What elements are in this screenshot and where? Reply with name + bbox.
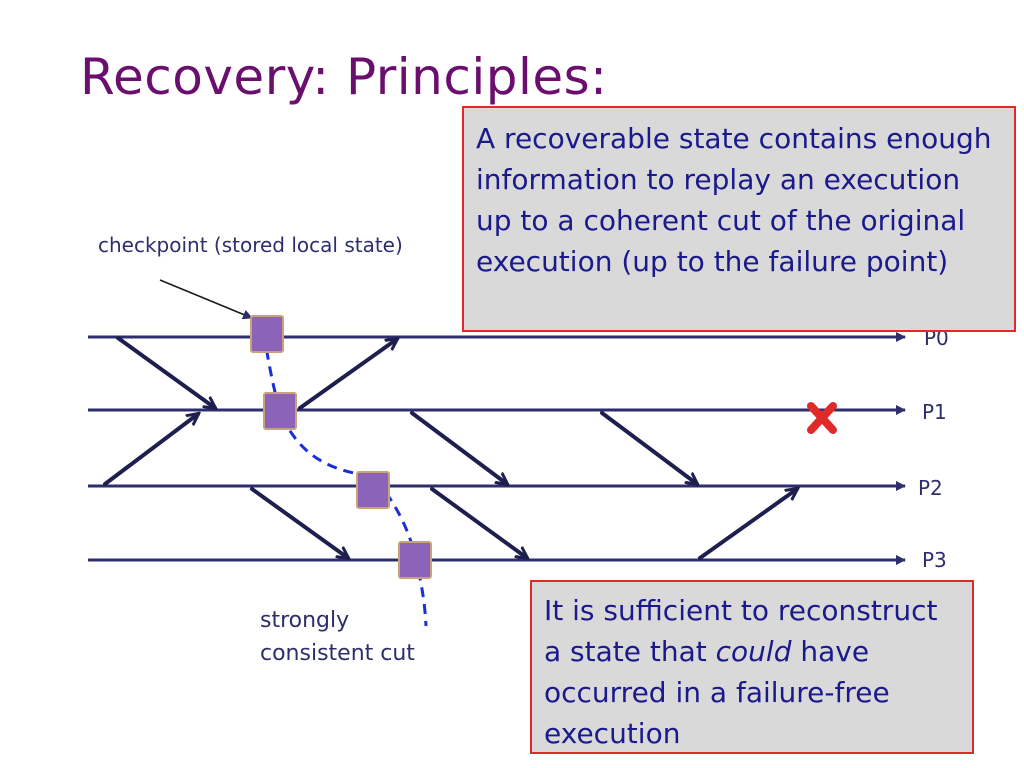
message-arrow [116, 336, 215, 408]
checkpoint-p2 [356, 471, 390, 509]
sufficient-text-start: It is sufficient to reconstruct a state … [544, 594, 938, 668]
message-arrow [250, 487, 348, 558]
consistent-cut-line [260, 315, 428, 627]
message-arrow [430, 487, 527, 558]
cut-label-line1: strongly [260, 608, 350, 633]
cut-label-line2: consistent cut [260, 641, 415, 666]
message-arrow [103, 414, 198, 486]
message-arrow [600, 411, 697, 484]
recoverable-state-text: A recoverable state contains enough info… [476, 122, 992, 278]
x-mark-icon [807, 402, 837, 434]
checkpoint-p0 [250, 315, 284, 353]
checkpoint-p1 [263, 392, 297, 430]
checkpoint-pointer [159, 279, 253, 320]
sufficient-text-emphasis: could [715, 635, 792, 668]
cut-label: strongly consistent cut [260, 604, 415, 670]
process-label-p3: P3 [922, 548, 947, 572]
sufficient-text-end: have occurred in a failure-free executio… [544, 635, 890, 750]
slide-title: Recovery: Principles: [80, 48, 608, 106]
message-arrow [298, 339, 397, 410]
sufficient-state-callout: It is sufficient to reconstruct a state … [530, 580, 974, 754]
recoverable-state-callout: A recoverable state contains enough info… [462, 106, 1016, 332]
process-label-p1: P1 [922, 400, 947, 424]
checkpoint-p3 [398, 541, 432, 579]
message-arrow [698, 489, 797, 560]
checkpoint-label: checkpoint (stored local state) [98, 233, 403, 257]
process-label-p2: P2 [918, 476, 943, 500]
message-arrow [410, 411, 507, 484]
